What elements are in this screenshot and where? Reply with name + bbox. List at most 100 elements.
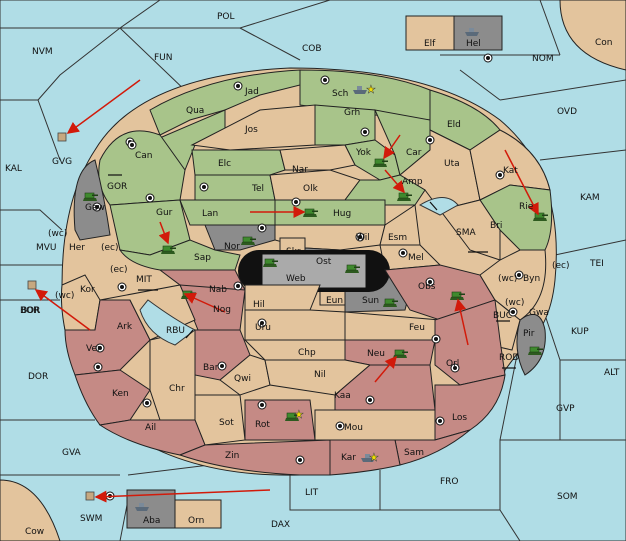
label-rod: ROD — [499, 353, 519, 363]
label-bri: Bri — [490, 221, 502, 231]
label-chr: Chr — [169, 384, 185, 394]
label-gva: GVA — [62, 448, 82, 458]
label-sap: Sap — [194, 253, 211, 263]
label-grh: Grh — [344, 108, 360, 118]
label-skr: Skr — [286, 247, 301, 257]
label-byn: Byn — [523, 274, 540, 284]
territory-ail[interactable] — [98, 419, 206, 456]
flag-swm-icon — [85, 491, 95, 501]
territory-pir[interactable] — [516, 313, 546, 376]
label-wc-1: (wc) — [48, 229, 67, 239]
label-ec-1: (ec) — [101, 243, 119, 253]
label-mit: MIT — [136, 275, 152, 285]
label-gur: Gur — [156, 208, 173, 218]
label-gvg: GVG — [52, 157, 72, 167]
label-elf: Elf — [424, 39, 436, 49]
label-fun: FUN — [154, 53, 173, 63]
label-nor: Nor — [224, 242, 240, 252]
label-tei: TEI — [589, 259, 604, 269]
label-web: Web — [286, 274, 306, 284]
label-nil: Nil — [314, 370, 326, 380]
label-hel: Hel — [466, 39, 481, 49]
label-wc-3: (wc) — [55, 291, 74, 301]
label-dor: DOR — [28, 372, 48, 382]
label-ec-3: (ec) — [110, 265, 128, 275]
territory-sot[interactable] — [194, 394, 246, 446]
label-nvm: NVM — [32, 47, 53, 57]
label-sot: Sot — [219, 418, 234, 428]
inner-channel-rbu — [139, 299, 196, 346]
label-los: Los — [452, 413, 467, 423]
inner-channel-sma — [418, 197, 459, 216]
label-pir: Pir — [523, 329, 535, 339]
territory-jad[interactable] — [149, 69, 301, 136]
label-uru: Uru — [255, 323, 271, 333]
label-ovd: OVD — [557, 107, 577, 117]
label-kar: Kar — [341, 453, 356, 463]
convoy-links — [108, 174, 516, 369]
flag-gvg-icon — [57, 132, 67, 142]
label-fro: FRO — [440, 477, 459, 487]
label-mvu: MVU — [36, 243, 57, 253]
label-ail: Ail — [145, 423, 156, 433]
label-wc-4: (wc) — [505, 298, 524, 308]
label-gor: GOR — [107, 182, 127, 192]
territory-sap[interactable] — [118, 239, 241, 271]
label-rie: Rie — [519, 202, 534, 212]
territory-ken[interactable] — [74, 369, 151, 426]
label-mel: Mel — [408, 253, 424, 263]
label-ver: Ver — [86, 344, 101, 354]
label-amp: Amp — [402, 177, 423, 187]
star-rot-icon: ★ — [294, 408, 304, 421]
territory-neu[interactable] — [344, 339, 436, 366]
label-car: Car — [406, 148, 422, 158]
label-sma: SMA — [456, 228, 476, 238]
label-kal: KAL — [5, 164, 22, 174]
label-nar: Nar — [292, 165, 308, 175]
label-yok: Yok — [355, 148, 372, 158]
label-kup: KUP — [571, 327, 589, 337]
label-kaa: Kaa — [334, 391, 351, 401]
label-kor: Kor — [80, 285, 95, 295]
label-orn: Orn — [188, 516, 204, 526]
label-lan: Lan — [202, 209, 218, 219]
label-nab: Nab — [209, 285, 227, 295]
label-esm: Esm — [388, 233, 407, 243]
territory-nar[interactable] — [279, 144, 356, 171]
territory-orn[interactable] — [174, 499, 222, 529]
label-obs: Obs — [418, 282, 436, 292]
territory-mou[interactable] — [314, 409, 436, 441]
label-wil: Wil — [356, 233, 370, 243]
label-ost: Ost — [316, 257, 332, 267]
label-qwi: Qwi — [234, 374, 251, 384]
label-gwa: Gwa — [529, 308, 549, 318]
label-tel: Tel — [251, 184, 264, 194]
label-jos: Jos — [244, 125, 258, 135]
label-ark: Ark — [117, 322, 133, 332]
label-hil: Hil — [253, 300, 265, 310]
label-cob: COB — [302, 44, 322, 54]
label-mou: Mou — [344, 423, 363, 433]
territory-labels: POL NVM FUN COB NOM Con Elf Hel OVD KAL … — [5, 12, 620, 537]
star-sch-icon: ★ — [366, 83, 376, 96]
label-sam: Sam — [404, 448, 424, 458]
label-eun: Eun — [326, 296, 343, 306]
label-elc: Elc — [218, 159, 231, 169]
territory-elc[interactable] — [191, 149, 286, 176]
order-arrows — [34, 79, 539, 503]
label-cow: Cow — [25, 527, 44, 537]
label-orl: Orl — [446, 359, 459, 369]
label-nog: Nog — [213, 305, 231, 315]
territory-elf[interactable] — [405, 15, 455, 51]
label-kat: Kat — [503, 166, 518, 176]
label-rot: Rot — [255, 420, 270, 430]
label-neu: Neu — [367, 349, 385, 359]
territory-sam[interactable] — [394, 429, 471, 466]
label-sun: Sun — [362, 296, 379, 306]
label-pol: POL — [217, 12, 235, 22]
label-dax: DAX — [271, 520, 290, 530]
label-som: SOM — [557, 492, 578, 502]
label-chp: Chp — [298, 348, 316, 358]
